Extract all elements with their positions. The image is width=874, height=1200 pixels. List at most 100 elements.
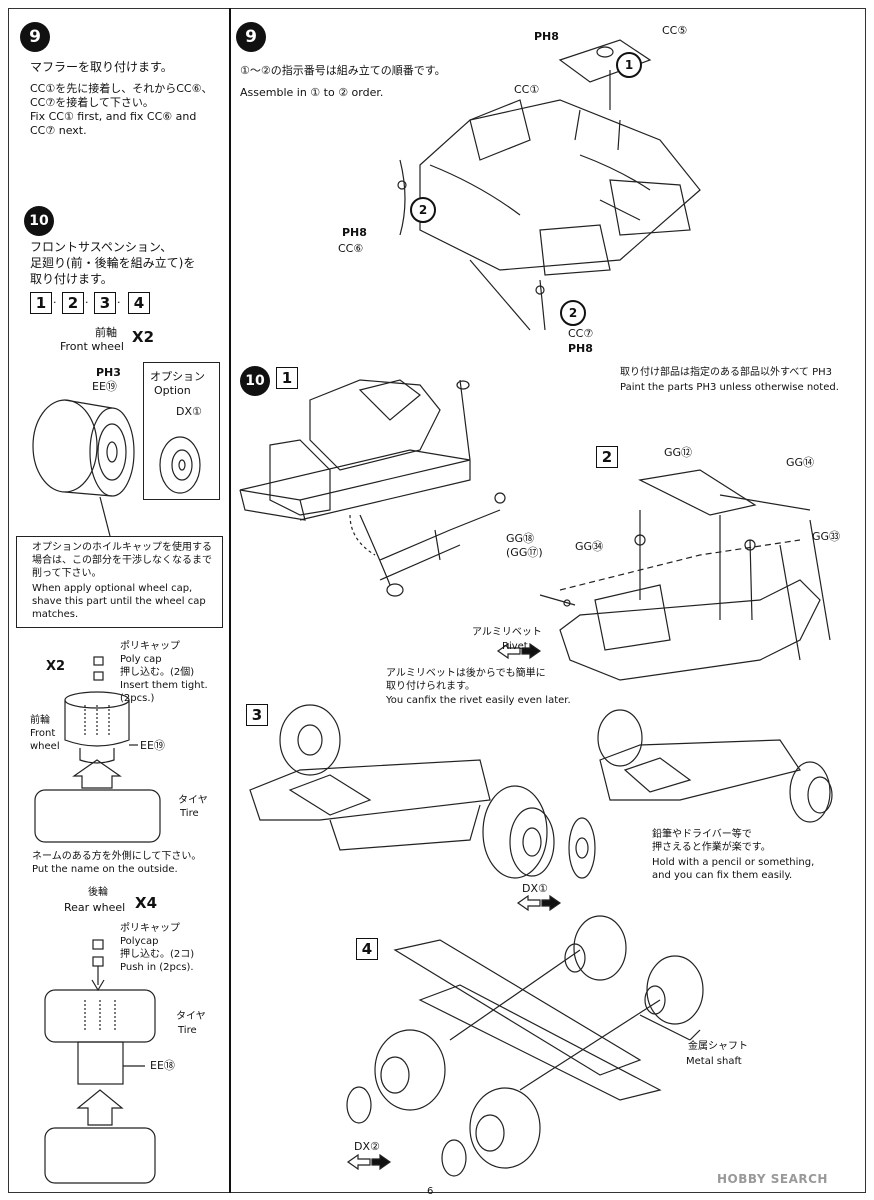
- note-en-1: When apply optional wheel cap,: [32, 583, 193, 594]
- note-en-2: shave this part until the wheel cap: [32, 596, 206, 607]
- ph8-left-label: PH8: [342, 226, 367, 239]
- cc7-label: CC⑦: [568, 327, 594, 340]
- pencil-en-1: Hold with a pencil or something,: [652, 857, 815, 868]
- step-10-title-2: 足廻り(前・後輪を組み立て)を: [30, 256, 196, 270]
- paint-note-jp: 取り付け部品は指定のある部品以外すべて PH3: [620, 367, 832, 378]
- page-frame: [8, 8, 866, 1193]
- pencil-en-2: and you can fix them easily.: [652, 870, 793, 881]
- step-10-title-1: フロントサスペンション、: [30, 240, 173, 254]
- step-9-jp-line1: CC①を先に接着し、それからCC⑥、: [30, 82, 213, 95]
- cc5-label: CC⑤: [662, 24, 688, 37]
- substep-box-3: 3: [94, 292, 116, 314]
- chassis-rivet-drawing: [539, 469, 831, 681]
- front-wheel-drawing: [32, 399, 135, 497]
- paint-note-en: Paint the parts PH3 unless otherwise not…: [620, 382, 839, 393]
- gg12-label: GG⑫: [664, 446, 693, 459]
- front-wheel-mark: X2: [132, 328, 155, 346]
- shaft-en: Metal shaft: [686, 1056, 742, 1067]
- rivet-jp: アルミリベット: [472, 627, 542, 638]
- option-jp: オプション: [150, 370, 205, 383]
- ph8-top-label: PH8: [534, 30, 559, 43]
- order-marker-1: 1: [616, 52, 642, 78]
- muffler-assembly-drawing: [397, 39, 701, 331]
- polycap2-jp: ポリキャップ: [120, 923, 180, 934]
- page-number: 6: [427, 1186, 434, 1197]
- step-9-number-right: 9: [236, 22, 266, 52]
- rivet-note-jp-1: アルミリベットは後からでも簡単に: [386, 668, 546, 679]
- step-10-title-3: 取り付けます。: [30, 272, 113, 286]
- substep-box-4: 4: [128, 292, 150, 314]
- ee18-label: EE⑱: [150, 1059, 175, 1072]
- step-10-number-right: 10: [240, 366, 270, 396]
- option-dx1: DX①: [176, 405, 202, 418]
- engine-suspension-drawing: [239, 379, 506, 597]
- name-en: Put the name on the outside.: [32, 864, 178, 875]
- substep-box-right-3: 3: [246, 704, 268, 726]
- dx1-label: DX①: [522, 882, 548, 895]
- front-polycap-drawing: [64, 656, 138, 764]
- tire-jp: タイヤ: [178, 795, 208, 806]
- substep-dot-2: ·: [85, 296, 89, 309]
- polycap-en: Poly cap: [120, 654, 162, 665]
- polycap-jp: ポリキャップ: [120, 641, 180, 652]
- insert-jp: 押し込む。(2個): [120, 667, 195, 678]
- ph3-label: PH3: [96, 366, 121, 379]
- step-9-en-line2: CC⑦ next.: [30, 124, 87, 137]
- substep-box-right-2: 2: [596, 446, 618, 468]
- substep-box-2: 2: [62, 292, 84, 314]
- note-jp-3: 削って下さい。: [32, 568, 102, 579]
- front-axle-jp: 前軸: [95, 326, 117, 339]
- option-box: [143, 362, 220, 500]
- gg33-label: GG㉝: [812, 530, 841, 543]
- rivet-en: Rivet: [502, 641, 528, 652]
- substep-box-1: 1: [30, 292, 52, 314]
- insert-en: Insert them tight.: [120, 680, 208, 691]
- substep-dot-1: ·: [53, 296, 57, 309]
- ee19-label-bottom: EE⑲: [140, 739, 165, 752]
- push-en: Push in (2pcs).: [120, 962, 194, 973]
- cc1-label: CC①: [514, 83, 540, 96]
- gg18-label: GG⑱: [506, 532, 535, 545]
- option-wheelcap-drawing: [159, 436, 201, 494]
- pencil-jp-2: 押さえると作業が楽です。: [652, 842, 771, 853]
- note-jp-1: オプションのホイルキャップを使用する: [32, 542, 212, 553]
- gg17-label: (GG⑰): [506, 546, 543, 559]
- rear-wheel-jp: 後輪: [88, 887, 108, 898]
- rivet-note-en: You canfix the rivet easily even later.: [386, 695, 571, 706]
- order-marker-2-left: 2: [410, 197, 436, 223]
- note-jp-2: 場合は、この部分を干渉しなくなるまで: [32, 555, 212, 566]
- substep-box-right-1: 1: [276, 367, 298, 389]
- step-10-number-left: 10: [24, 206, 54, 236]
- dx2-label: DX②: [354, 1140, 380, 1153]
- ph8-bottom-label: PH8: [568, 342, 593, 355]
- tire-en: Tire: [180, 808, 199, 819]
- front-wheel2-jp: 前輪: [30, 715, 50, 726]
- substep-box-right-4: 4: [356, 938, 378, 960]
- rivet-note-jp-2: 取り付けられます。: [386, 681, 475, 692]
- step-9-jp-line2: CC⑦を接着して下さい。: [30, 96, 154, 109]
- rear-polycap-drawing: [91, 939, 105, 992]
- column-divider: [229, 8, 231, 1193]
- insert-count: (2pcs.): [120, 693, 155, 704]
- front-wheel2-en1: Front: [30, 728, 56, 739]
- assemble-order-jp: ①～②の指示番号は組み立ての順番です。: [240, 64, 446, 77]
- rear-axles-drawing: [346, 915, 704, 1177]
- tire2-en: Tire: [178, 1025, 197, 1036]
- step-9-title: マフラーを取り付けます。: [30, 60, 173, 74]
- note-en-3: matches.: [32, 609, 79, 620]
- step-9-number-left: 9: [20, 22, 50, 52]
- gg34-label: GG㉞: [575, 540, 604, 553]
- gg14-label: GG⑭: [786, 456, 815, 469]
- front-wheel2-en2: wheel: [30, 741, 60, 752]
- assemble-order-en: Assemble in ① to ② order.: [240, 86, 384, 99]
- step-9-en-line1: Fix CC① first, and fix CC⑥ and: [30, 110, 197, 123]
- polycap2-en: Polycap: [120, 936, 159, 947]
- double-arrows: [346, 642, 562, 1171]
- push-jp: 押し込む。(2コ): [120, 949, 195, 960]
- ee19-label-top: EE⑲: [92, 380, 117, 393]
- rear-wheel-en: Rear wheel: [64, 901, 126, 914]
- wheelcap-note-box: [16, 536, 223, 628]
- name-jp: ネームのある方を外側にして下さい。: [32, 851, 202, 862]
- rear-wheel-mark: X4: [135, 894, 158, 912]
